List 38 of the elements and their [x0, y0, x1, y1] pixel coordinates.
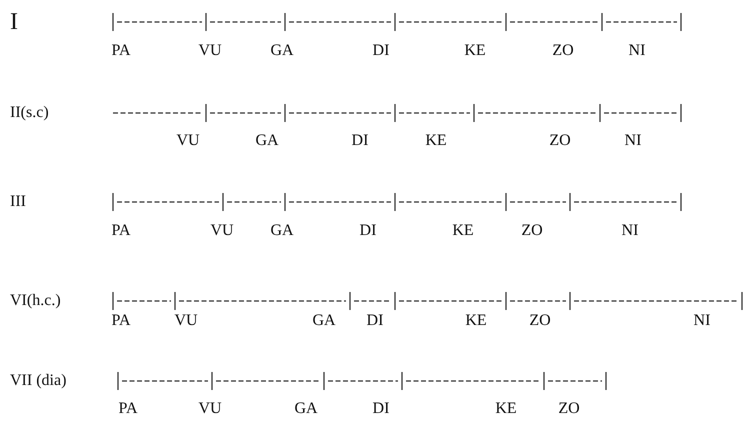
note-label: DI	[360, 223, 376, 239]
note-label: NI	[622, 223, 638, 239]
note-label: GA	[255, 133, 279, 149]
note-label: GA	[312, 313, 336, 329]
note-label: KE	[464, 43, 486, 59]
note-label: PA	[112, 43, 130, 59]
note-label: NI	[694, 313, 710, 329]
note-label: PA	[118, 401, 138, 417]
note-label: ZO	[558, 401, 580, 417]
note-label: VU	[174, 313, 198, 329]
note-label: KE	[452, 223, 474, 239]
note-label: DI	[372, 43, 390, 59]
note-label: NI	[624, 133, 642, 149]
note-label: DI	[352, 133, 368, 149]
note-label: GA	[270, 223, 294, 239]
note-label: DI	[372, 401, 390, 417]
note-label: PA	[112, 223, 130, 239]
note-label: ZO	[529, 313, 551, 329]
note-label: PA	[112, 313, 130, 329]
row-label: VI(h.c.)	[10, 293, 61, 309]
note-label: VU	[210, 223, 234, 239]
note-label: KE	[465, 313, 487, 329]
note-label: GA	[270, 43, 294, 59]
note-label: DI	[366, 313, 384, 329]
row-label: VII (dia)	[10, 373, 66, 389]
note-label: ZO	[521, 223, 543, 239]
row-label: III	[10, 194, 26, 210]
note-label: KE	[495, 401, 517, 417]
note-label: VU	[176, 133, 200, 149]
note-label: ZO	[549, 133, 571, 149]
note-label: GA	[294, 401, 318, 417]
note-label: NI	[628, 43, 646, 59]
note-label: ZO	[552, 43, 574, 59]
row-label: I	[10, 10, 18, 34]
note-label: VU	[198, 43, 222, 59]
row-label: II(s.c)	[10, 105, 49, 121]
note-label: KE	[425, 133, 447, 149]
note-label: VU	[198, 401, 222, 417]
